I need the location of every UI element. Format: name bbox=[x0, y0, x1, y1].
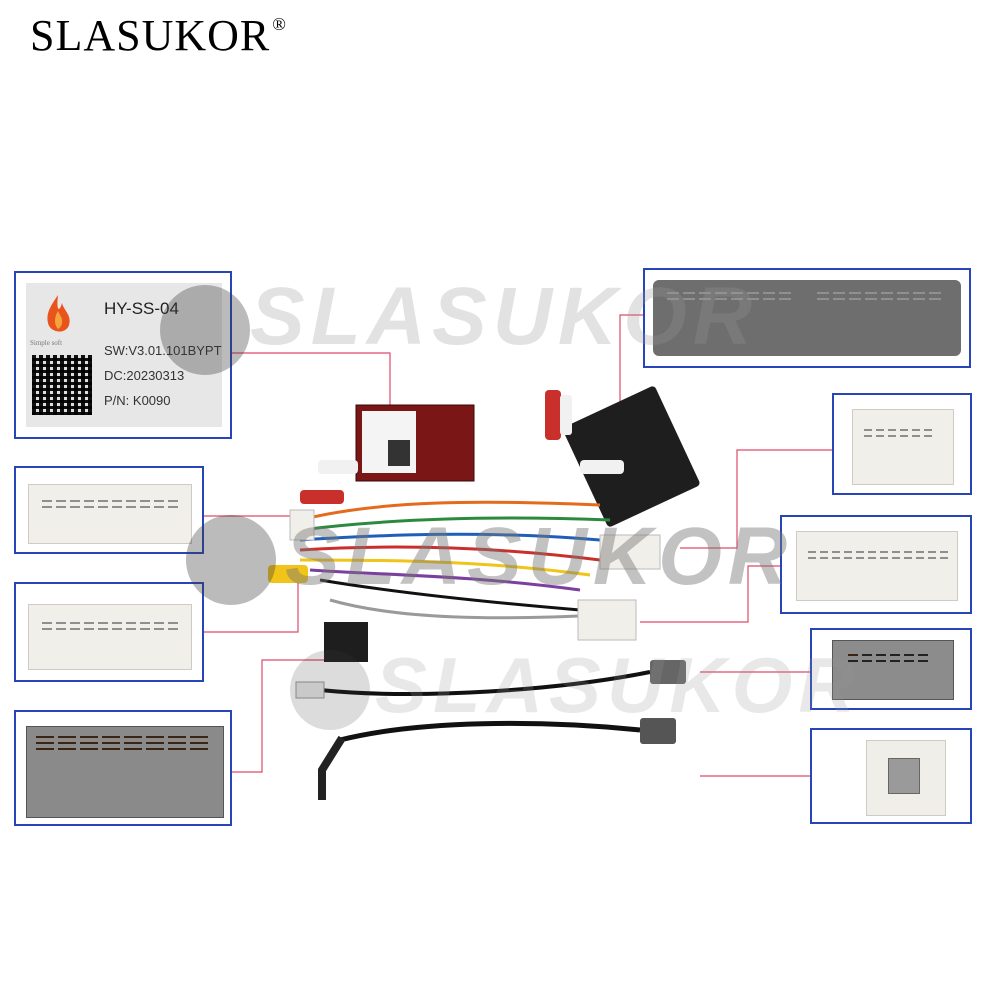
watermark-icon-2 bbox=[186, 515, 276, 605]
registered-mark: ® bbox=[272, 14, 287, 34]
leader-white-2 bbox=[640, 565, 780, 623]
connector-gray-small bbox=[832, 640, 954, 700]
connector-gray-large bbox=[26, 726, 224, 818]
watermark-text-2: SLASUKOR bbox=[285, 511, 794, 602]
module-label-box: Simple soft HY-SS-04 SW:V3.01.101BYPT DC… bbox=[14, 271, 232, 439]
antenna-cable-2 bbox=[339, 720, 641, 743]
brand-small: Simple soft bbox=[30, 339, 63, 347]
watermark-icon bbox=[160, 285, 250, 375]
flame-icon bbox=[47, 295, 70, 332]
date-code-text: DC:20230313 bbox=[104, 368, 185, 383]
leader-module bbox=[232, 352, 391, 405]
connector-single-box bbox=[810, 728, 972, 824]
leader-left-3 bbox=[232, 659, 330, 773]
connector-single-socket bbox=[888, 758, 920, 794]
connector-white-right-1 bbox=[852, 409, 954, 485]
module-label-card: Simple soft HY-SS-04 SW:V3.01.101BYPT DC… bbox=[26, 283, 222, 427]
connector-white-right-2 bbox=[796, 531, 958, 601]
rca-plugs bbox=[268, 390, 624, 583]
connector-white-left-1 bbox=[28, 484, 192, 544]
antenna-cable bbox=[319, 670, 651, 696]
qr-code-icon bbox=[32, 355, 92, 415]
connector-white-left-1-pins bbox=[42, 500, 178, 508]
leader-white-1 bbox=[680, 449, 832, 549]
connector-top-right-pins bbox=[667, 292, 791, 300]
connector-white-left-1-box bbox=[14, 466, 204, 554]
watermark-text-1: SLASUKOR bbox=[250, 271, 759, 362]
connector-white-left-2 bbox=[28, 604, 192, 670]
harness-white-3 bbox=[289, 509, 315, 541]
connector-white-right-2-box bbox=[780, 515, 972, 614]
connector-white-left-2-pins bbox=[42, 622, 178, 630]
harness-white-1 bbox=[599, 534, 661, 570]
model-text: HY-SS-04 bbox=[104, 299, 179, 318]
main-connector-black bbox=[563, 386, 700, 527]
connector-gray-small-box bbox=[810, 628, 972, 710]
part-number-text: P/N: K0090 bbox=[104, 393, 171, 408]
connector-gray-large-box bbox=[14, 710, 232, 826]
connector-white-left-2-box bbox=[14, 582, 204, 682]
connector-top-right-box bbox=[643, 268, 971, 368]
harness-white-2 bbox=[577, 599, 637, 641]
connector-gray-large-pins bbox=[36, 736, 208, 750]
connector-white-right-1-pins bbox=[864, 429, 932, 437]
brand-name: SLASUKOR bbox=[30, 11, 271, 60]
connector-top-right-pins-2 bbox=[817, 292, 941, 300]
harness-black-plug bbox=[324, 622, 368, 662]
software-text: SW:V3.01.101BYPT bbox=[104, 343, 222, 358]
watermark-icon-3 bbox=[290, 650, 370, 730]
connector-gray-small-pins bbox=[848, 654, 928, 662]
brand-logo: SLASUKOR® bbox=[30, 10, 287, 61]
leader-left-2 bbox=[203, 580, 299, 633]
leader-top-right bbox=[619, 314, 643, 405]
watermark-text-3: SLASUKOR bbox=[375, 641, 861, 729]
connector-white-right-2-pins bbox=[808, 551, 948, 559]
connector-white-right-1-box bbox=[832, 393, 972, 495]
